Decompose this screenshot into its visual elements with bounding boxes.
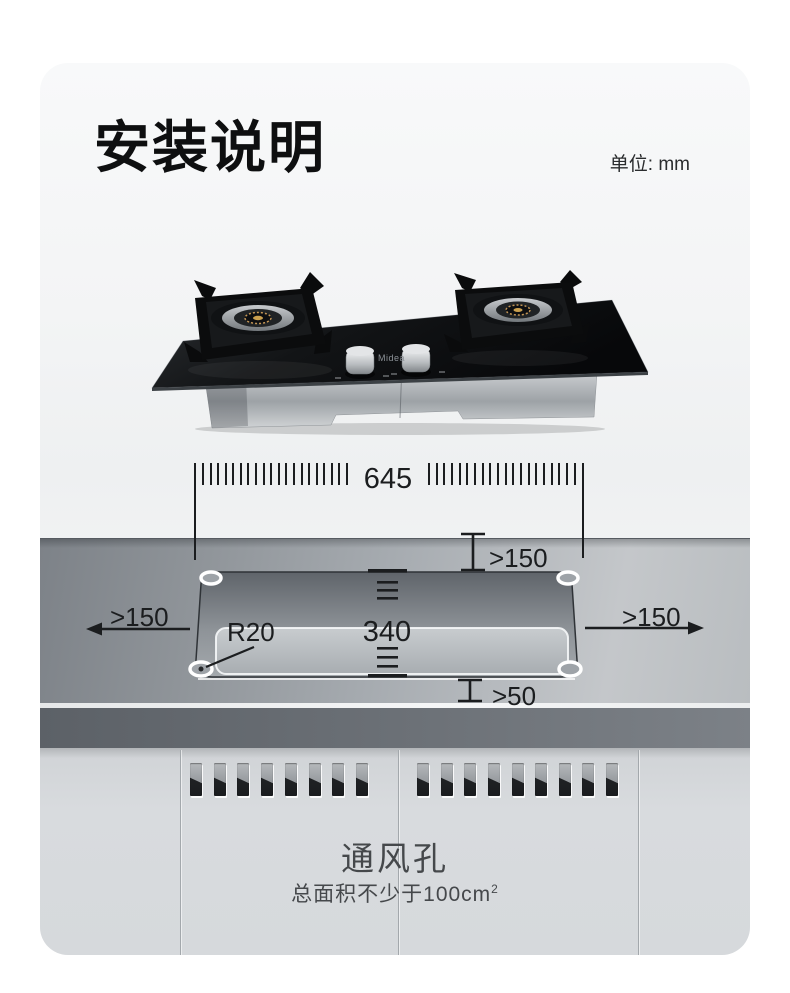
ruler-hatch-left	[202, 463, 348, 485]
ruler-tick	[428, 463, 430, 485]
cutout-depth-label: 340	[362, 616, 412, 648]
left-clearance-label: >150	[110, 602, 169, 632]
corner-radius-label: R20	[227, 617, 275, 647]
vent-slot	[582, 763, 595, 796]
ruler-tick	[466, 463, 469, 485]
ruler-hatch-right	[428, 463, 576, 485]
unit-label: 单位: mm	[609, 154, 690, 175]
cutout-hole	[188, 570, 583, 680]
ruler-tick	[451, 463, 454, 485]
ruler-tick	[262, 463, 265, 485]
ruler-tick	[497, 463, 500, 485]
vent-slot	[440, 763, 453, 796]
ruler-tick	[573, 463, 576, 485]
ruler-tick	[277, 463, 280, 485]
ruler-tick	[512, 463, 515, 485]
page-title: 安装说明	[94, 116, 326, 179]
ruler-tick	[217, 463, 220, 485]
rear-clearance-ibeam	[461, 532, 485, 572]
vent-slot	[237, 763, 250, 796]
ruler-tick	[474, 463, 477, 485]
ruler-tick	[247, 463, 250, 485]
ruler-tick	[239, 463, 242, 485]
cabinet-panel-seam	[398, 750, 399, 955]
ruler-tick	[435, 463, 438, 485]
corner-radius-leader-line	[205, 645, 255, 669]
ruler-tick	[232, 463, 235, 485]
right-clearance-arrow	[585, 621, 704, 635]
vent-slot	[284, 763, 297, 796]
front-clearance-ibeam	[458, 678, 482, 703]
vent-slot	[535, 763, 548, 796]
ruler-tick	[315, 463, 318, 485]
ruler-tick	[209, 463, 212, 485]
vent-note-text: 总面积不少于100cm	[291, 883, 492, 906]
ruler-tick	[338, 463, 341, 485]
vent-slot	[606, 763, 618, 796]
left-clearance-arrow	[86, 622, 190, 636]
right-burner	[444, 270, 590, 352]
ruler-tick	[270, 463, 273, 485]
cabinet-front: 通风孔 总面积不少于100cm2	[40, 748, 750, 955]
ruler-tick	[202, 463, 204, 485]
ruler-tick	[285, 463, 288, 485]
vent-slot	[355, 763, 368, 796]
vent-slot-group-right	[417, 763, 618, 796]
stove-illustration: Midea	[151, 270, 649, 435]
vent-slot-group-left	[190, 763, 368, 796]
vent-note: 总面积不少于100cm2	[40, 878, 750, 908]
ruler-extension-line-right	[582, 463, 584, 558]
ruler-tick	[504, 463, 507, 485]
vent-slot	[213, 763, 226, 796]
install-instruction-card: 安装说明 单位: mm	[40, 63, 750, 955]
ruler-tick	[300, 463, 303, 485]
front-clearance-label: >50	[492, 681, 537, 711]
vent-slot	[261, 763, 274, 796]
ruler-tick	[543, 463, 546, 485]
cabinet-panel-seam	[180, 750, 181, 955]
ruler-tick	[330, 463, 333, 485]
ruler-tick	[535, 463, 538, 485]
vent-slot	[487, 763, 500, 796]
ruler-tick	[558, 463, 561, 485]
rear-clearance-label: >150	[489, 543, 548, 573]
ruler-tick	[566, 463, 569, 485]
vent-slot	[308, 763, 321, 796]
brand-logo: Midea	[378, 353, 405, 363]
vent-title: 通风孔	[341, 840, 449, 877]
ruler-tick	[520, 463, 523, 485]
ruler-tick	[323, 463, 326, 485]
ruler-tick	[481, 463, 484, 485]
vent-note-superscript: 2	[491, 882, 499, 896]
right-clearance-label: >150	[622, 602, 681, 632]
vent-slot	[417, 763, 429, 796]
ruler-tick	[308, 463, 311, 485]
ruler-tick	[224, 463, 227, 485]
vent-slot	[464, 763, 477, 796]
left-burner	[184, 272, 332, 362]
cutout-width-label: 645	[363, 463, 413, 495]
vent-slot	[558, 763, 571, 796]
ruler-tick	[527, 463, 530, 485]
ruler-tick	[489, 463, 492, 485]
countertop-front-edge-highlight	[40, 703, 750, 708]
cutout-diagram	[86, 532, 704, 703]
ruler-tick	[345, 463, 348, 485]
vent-slot	[332, 763, 345, 796]
ruler-tick	[292, 463, 295, 485]
vent-slot	[190, 763, 202, 796]
ruler-tick	[443, 463, 446, 485]
ruler-tick	[458, 463, 461, 485]
ruler-extension-line-left	[194, 463, 196, 560]
vent-slot	[511, 763, 524, 796]
control-knobs	[335, 344, 445, 379]
center-depth-dashes	[368, 569, 407, 678]
ruler-tick	[550, 463, 553, 485]
countertop-front-face	[40, 708, 750, 748]
cabinet-panel-seam	[638, 750, 639, 955]
ruler-tick	[255, 463, 258, 485]
